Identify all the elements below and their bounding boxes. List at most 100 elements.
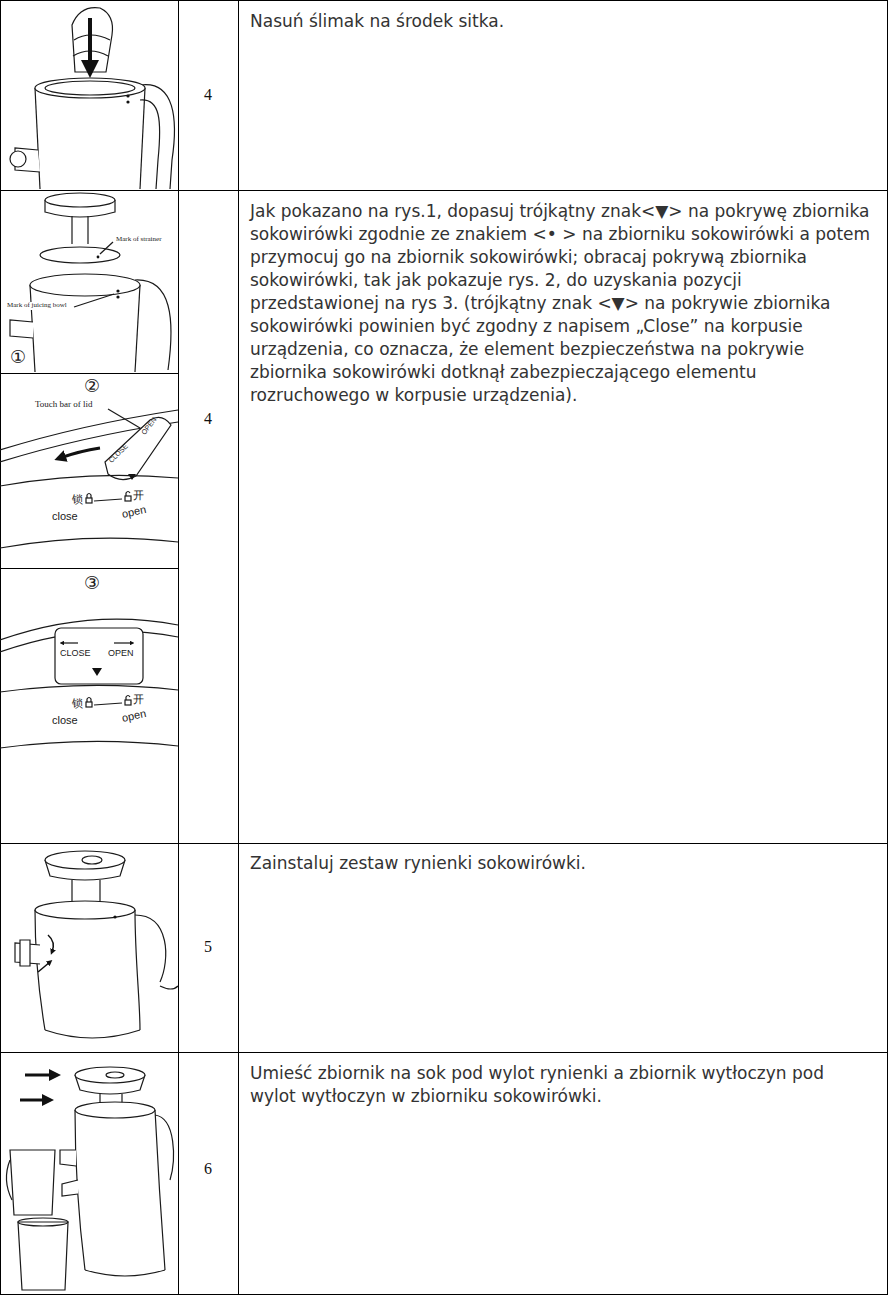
lid-exploded-illustration-part <box>71 216 72 244</box>
lid-exploded-illustration-part <box>10 320 33 338</box>
table-grid-part <box>178 0 179 1295</box>
containers-illustration-part <box>20 1099 48 1102</box>
lid-exploded-illustration-part <box>116 289 119 292</box>
lid-locked-illustration-part <box>87 698 91 703</box>
auger-insert-illustration-part <box>10 151 26 167</box>
table-grid-part <box>0 843 888 844</box>
table-grid-part <box>0 1052 888 1053</box>
lid-exploded-illustration-part <box>116 295 119 298</box>
spout-install-illustration <box>15 851 178 1038</box>
figure-number: ② <box>84 376 100 396</box>
lid-marking: CLOSE <box>60 649 91 659</box>
lid-turning-illustration-part <box>125 496 131 501</box>
lid-locked-illustration-part <box>126 696 130 701</box>
spout-install-illustration-part <box>38 962 50 972</box>
instruction-text: Umieść zbiornik na sok pod wylot rynienk… <box>250 1062 875 1108</box>
containers-illustration-part <box>75 1067 145 1083</box>
lid-locked-illustration-part <box>114 642 132 643</box>
lid-exploded-illustration-part <box>135 285 140 372</box>
lid-turning-illustration-part <box>60 448 100 458</box>
step-number: 5 <box>178 938 238 956</box>
figure-number: ③ <box>84 573 100 593</box>
lid-turning-illustration <box>0 409 178 548</box>
lid-locked-illustration <box>0 619 178 748</box>
lid-exploded-illustration-part <box>30 274 140 296</box>
lid-locked-illustration-part <box>62 642 78 643</box>
spout-install-illustration-part <box>48 935 53 952</box>
part-label: Mark of juicing bowl <box>6 302 68 310</box>
auger-insert-illustration-part <box>126 100 129 103</box>
containers-illustration-part <box>60 1150 76 1166</box>
containers-illustration-part <box>155 1110 165 1270</box>
base-marking: close <box>52 714 78 726</box>
lid-turning-illustration-part <box>0 475 178 486</box>
table-grid-part <box>0 568 178 569</box>
containers-illustration-part <box>62 1180 78 1196</box>
instruction-text: Zainstaluj zestaw rynienki sokowirówki. <box>250 852 875 875</box>
spout-install-illustration-part <box>45 1030 140 1038</box>
part-label: Touch bar of lid <box>35 400 93 410</box>
spout-install-illustration-part <box>135 915 166 982</box>
base-marking: 锁 <box>72 698 83 710</box>
containers-illustration-part <box>25 1074 55 1077</box>
auger-insert-illustration-part <box>140 100 160 189</box>
lid-turning-illustration-part <box>0 538 178 548</box>
step-number: 6 <box>178 1160 238 1178</box>
auger-insert-illustration-part <box>140 88 145 189</box>
spout-install-illustration-part <box>135 910 140 1030</box>
lid-exploded-illustration-part <box>97 256 100 259</box>
base-marking: 锁 <box>72 494 83 506</box>
base-marking: open <box>121 707 147 724</box>
spout-install-illustration-part <box>35 901 135 919</box>
lid-locked-illustration-part <box>94 703 122 705</box>
containers-illustration-part <box>18 1218 68 1226</box>
table-grid-part <box>0 373 178 374</box>
containers-illustration-part <box>85 1270 165 1276</box>
lid-exploded-illustration-part <box>74 294 114 307</box>
auger-insert-illustration-part <box>45 81 135 95</box>
lid-exploded-illustration-part <box>45 193 115 207</box>
lid-locked-illustration-part <box>0 685 178 692</box>
auger-insert-illustration-part <box>35 78 145 98</box>
auger-insert-illustration-part <box>126 94 129 97</box>
containers-illustration-part <box>155 1115 173 1180</box>
part-label: Mark of strainer <box>115 236 162 244</box>
base-marking: 开 <box>133 490 144 502</box>
spout-install-illustration-part <box>160 986 178 989</box>
table-grid-part <box>238 0 239 1295</box>
spout-install-illustration-part <box>45 851 125 869</box>
lid-turning-illustration-part <box>86 498 92 503</box>
lid-locked-illustration-part <box>92 668 102 676</box>
lid-exploded-illustration <box>10 193 171 372</box>
base-marking: open <box>121 503 147 520</box>
auger-insert-illustration-part <box>81 60 99 78</box>
lid-exploded-illustration-part <box>100 242 113 254</box>
lid-turning-illustration-part <box>87 494 91 499</box>
lid-turning-illustration-part <box>94 499 122 501</box>
lid-locked-illustration-part <box>125 700 131 705</box>
step-number: 4 <box>178 86 238 104</box>
figure-number: ① <box>10 347 26 367</box>
containers-illustration-part <box>18 1222 68 1290</box>
step-number: 4 <box>178 410 238 428</box>
containers-illustration-part <box>6 1160 12 1200</box>
lid-turning-illustration-part <box>126 492 130 497</box>
lid-exploded-illustration-part <box>40 247 120 263</box>
auger-insert-illustration-part <box>35 88 40 189</box>
auger-insert-illustration <box>10 8 174 189</box>
base-marking: close <box>52 510 78 522</box>
lid-locked-illustration-part <box>0 741 178 748</box>
instruction-text: Nasuń ślimak na środek sitka. <box>250 10 875 33</box>
auger-insert-illustration-part <box>140 85 174 189</box>
containers-illustration <box>6 1067 173 1290</box>
table-grid-part <box>0 190 888 191</box>
containers-illustration-part <box>75 1102 155 1118</box>
containers-illustration-part <box>106 1072 124 1078</box>
lid-exploded-illustration-part <box>87 216 88 244</box>
spout-install-illustration-part <box>113 915 116 918</box>
containers-illustration-part <box>10 1150 55 1215</box>
lid-locked-illustration-part <box>55 628 143 684</box>
